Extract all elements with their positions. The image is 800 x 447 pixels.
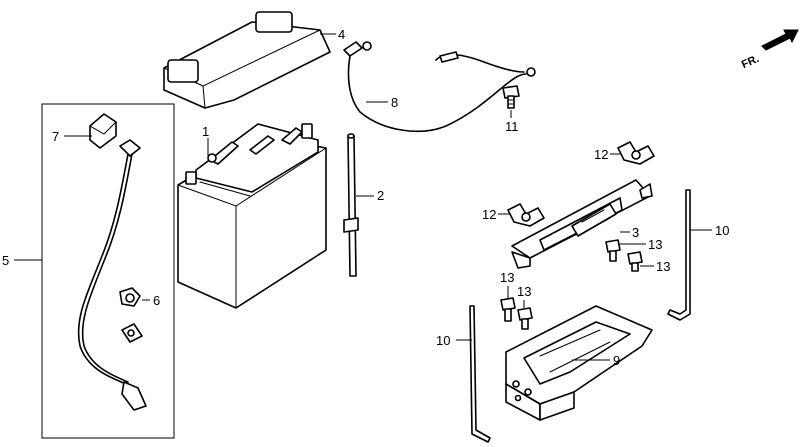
callout-wire-harness-group: 5	[2, 253, 9, 268]
bolt-tray-a	[500, 297, 516, 322]
callout-bolt: 11	[505, 119, 519, 134]
bolt	[502, 85, 520, 109]
callout-battery-holder: 3	[632, 225, 639, 240]
callout-wing-nut-top: 12	[594, 147, 608, 162]
holder-rod-right	[667, 189, 691, 321]
battery-cover	[163, 11, 331, 109]
bolt-tray-b	[517, 307, 533, 330]
wire-harness-group	[41, 103, 175, 439]
callout-holder-rod-right: 10	[715, 223, 729, 238]
battery-holder	[511, 179, 653, 269]
callout-bolt-tray-b: 13	[517, 284, 531, 299]
callouts: 1 2 3 4 5 6 7 8 9 10 10 11 12 12 13 13 1…	[2, 27, 729, 368]
terminal-cap	[119, 287, 141, 307]
battery-tray	[505, 305, 653, 421]
arrow-right-icon	[761, 29, 799, 51]
callout-holder-rod-left: 10	[436, 333, 450, 348]
callout-bolt-holder-b: 13	[656, 259, 670, 274]
bolt-holder-b	[627, 251, 643, 272]
direction-indicator: FR.	[740, 29, 799, 71]
callout-battery-cable: 8	[391, 95, 398, 110]
callout-battery-cover: 4	[338, 27, 345, 42]
direction-label: FR.	[740, 53, 761, 71]
callout-bolt-holder-a: 13	[648, 237, 662, 252]
callout-wing-nut-mid: 12	[482, 207, 496, 222]
bolt-holder-a	[605, 239, 621, 262]
battery	[177, 123, 327, 309]
battery-cable	[343, 41, 536, 132]
leader-lines	[14, 33, 712, 361]
callout-breather-tube: 2	[377, 188, 384, 203]
breather-tube	[343, 133, 359, 277]
callout-battery: 1	[202, 124, 209, 139]
callout-bolt-tray-a: 13	[500, 270, 514, 285]
callout-battery-tray: 9	[613, 353, 620, 368]
wing-nut-mid	[507, 203, 545, 227]
wing-nut-top	[617, 141, 655, 165]
terminal-cover	[89, 113, 117, 149]
callout-terminal-cap: 6	[153, 293, 160, 308]
holder-rod-left	[469, 305, 491, 443]
callout-terminal-cover: 7	[52, 129, 59, 144]
